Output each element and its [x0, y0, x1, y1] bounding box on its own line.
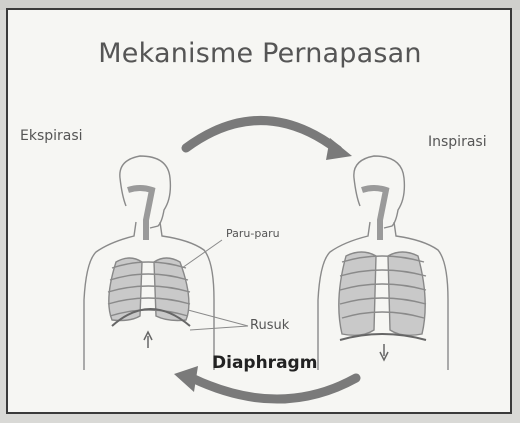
figure-inspiration: [318, 156, 448, 370]
label-expiration: Ekspirasi: [20, 128, 83, 144]
cycle-arrow-top: [186, 120, 352, 160]
label-inspiration: Inspirasi: [428, 134, 487, 150]
label-lungs: Paru-paru: [226, 227, 280, 240]
label-diaphragm: Diaphragm: [212, 353, 317, 373]
label-ribs: Rusuk: [250, 318, 289, 333]
figure-expiration: [84, 156, 214, 370]
leader-lines: [182, 240, 248, 330]
